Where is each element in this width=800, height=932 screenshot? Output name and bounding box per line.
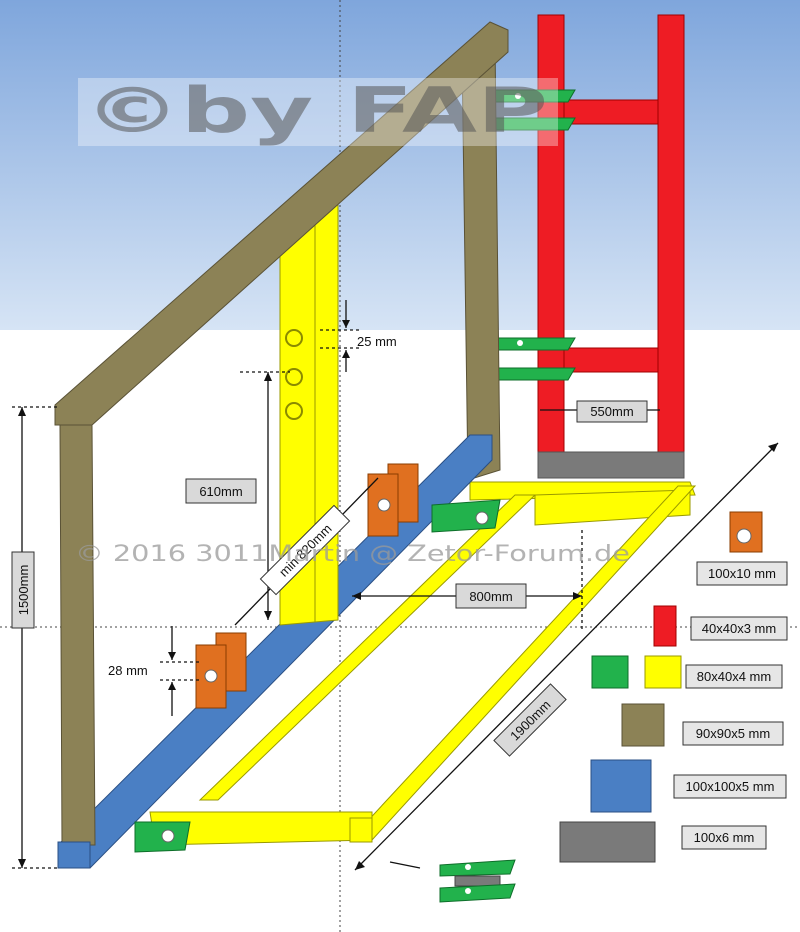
- yellow-base-frame: [149, 481, 697, 846]
- logo-watermark-box: [78, 78, 558, 146]
- dim-width-bottom-label: 800mm: [469, 589, 512, 604]
- legend-label-4: 90x90x5 mm: [696, 726, 770, 741]
- blue-foot: [57, 841, 91, 869]
- legend-label-3: 80x40x4 mm: [697, 669, 771, 684]
- bracket-detail: [439, 859, 516, 903]
- legend-item-gray-plate: 100x6 mm: [559, 821, 767, 863]
- legend-item-red-tube: 40x40x3 mm: [653, 605, 788, 647]
- diagonal-beam: [54, 21, 509, 426]
- legend-item-orange-plate: 100x10 mm: [696, 511, 788, 586]
- dim-height-mid-label: 610mm: [199, 484, 242, 499]
- mast-brackets: [491, 89, 576, 381]
- orange-plates: [195, 463, 419, 709]
- dimension-arrowheads: [18, 320, 778, 870]
- legend-label-5: 100x100x5 mm: [686, 779, 775, 794]
- dim-total-height: 1500mm: [11, 551, 35, 629]
- dim-width-bottom: 800mm: [455, 583, 527, 609]
- legend: 100x10 mm 40x40x3 mm 80x40x4 mm 90x90x5 …: [559, 511, 788, 863]
- front-post: [59, 424, 96, 846]
- legend-label-6: 100x6 mm: [694, 830, 755, 845]
- copyright-watermark: © 2016 3011Martin @ Zetor-Forum.de: [75, 542, 630, 567]
- dim-total-height-label: 1500mm: [16, 565, 31, 616]
- dim-width-top: 550mm: [576, 400, 648, 423]
- floor-brackets: [134, 499, 501, 853]
- legend-label-2: 40x40x3 mm: [702, 621, 776, 636]
- dim-gap-top-label: 25 mm: [357, 334, 397, 349]
- dim-height-mid: 610mm: [185, 478, 257, 504]
- mast-base-plate: [537, 451, 685, 479]
- legend-label-1: 100x10 mm: [708, 566, 776, 581]
- dim-width-top-label: 550mm: [590, 404, 633, 419]
- logo-watermark: ©by FAP: [84, 74, 548, 147]
- legend-item-blue-tube: 100x100x5 mm: [590, 759, 787, 813]
- legend-item-olive-tube: 90x90x5 mm: [621, 703, 784, 747]
- dim-gap-bottom-label: 28 mm: [108, 663, 148, 678]
- legend-item-yellow-tube: 80x40x4 mm: [591, 655, 783, 689]
